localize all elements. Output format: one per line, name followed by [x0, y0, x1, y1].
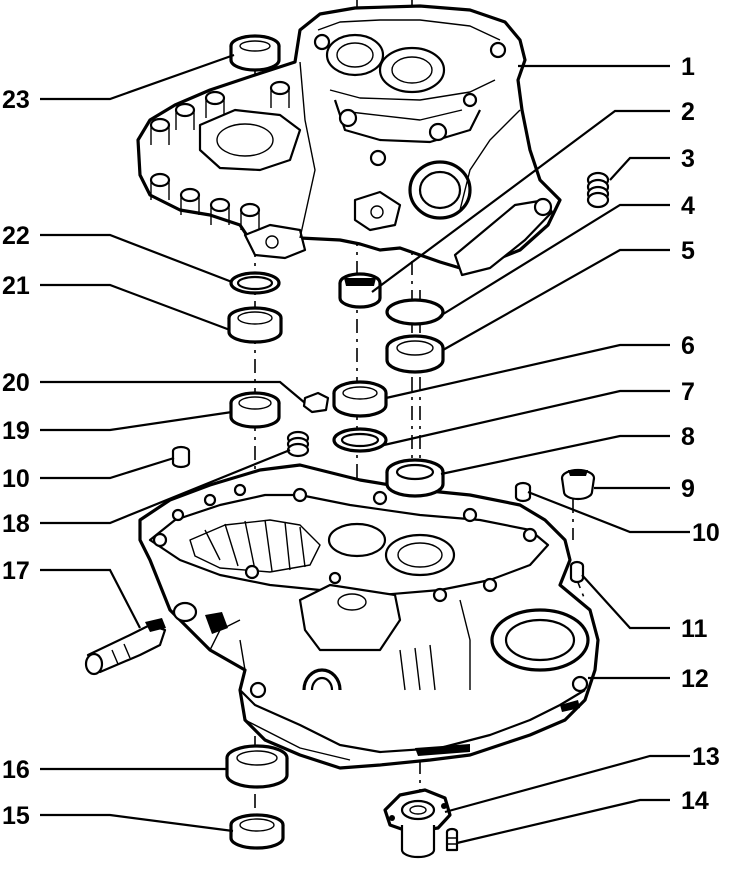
label-9: 9	[681, 475, 695, 503]
part-6-bearing-race	[332, 380, 388, 418]
label-21: 21	[2, 272, 30, 300]
part-23-seal	[229, 34, 281, 72]
part-10-dowel-left	[171, 445, 191, 469]
label-22: 22	[2, 222, 30, 250]
part-5-bearing-race	[385, 334, 445, 374]
label-20: 20	[2, 369, 30, 397]
label-4: 4	[681, 192, 695, 220]
part-17-speed-sensor	[84, 618, 167, 676]
part-19-bearing-race	[229, 391, 281, 429]
label-3: 3	[681, 145, 695, 173]
part-4-o-ring	[385, 298, 445, 326]
label-8: 8	[681, 423, 695, 451]
label-16: 16	[2, 756, 30, 784]
label-7: 7	[681, 378, 695, 406]
part-20-cap	[302, 391, 330, 414]
label-11: 11	[681, 615, 708, 643]
part-3-spring	[586, 171, 610, 209]
part-16-bearing-race	[225, 744, 289, 789]
part-14-bolt	[445, 827, 459, 852]
label-13: 13	[692, 743, 720, 771]
label-18: 18	[2, 510, 30, 538]
part-8-bearing	[385, 458, 445, 498]
lower-housing	[138, 463, 600, 770]
label-10-right: 10	[692, 519, 720, 547]
part-18-spring	[286, 430, 310, 458]
label-23: 23	[2, 86, 30, 114]
part-21-bearing-race	[227, 306, 283, 344]
part-11-pin	[569, 560, 585, 584]
label-1: 1	[681, 53, 695, 81]
label-2: 2	[681, 98, 695, 126]
flange-bolt-bosses	[149, 80, 291, 230]
label-19: 19	[2, 417, 30, 445]
label-15: 15	[2, 802, 30, 830]
label-17: 17	[2, 557, 30, 585]
part-7-ring	[332, 427, 388, 453]
label-10-left: 10	[2, 465, 30, 493]
part-15-bearing-race	[229, 813, 285, 850]
part-10-dowel-right	[514, 481, 532, 503]
label-12: 12	[681, 665, 709, 693]
upper-housing	[136, 4, 562, 277]
label-5: 5	[681, 237, 695, 265]
label-14: 14	[681, 787, 709, 815]
small-parts	[84, 34, 610, 859]
part-22-ring	[229, 271, 281, 295]
leader-lines	[40, 53, 690, 845]
right-labels: 1 2 3 4 5 6 7 8 9 10 11 12 13 14	[681, 53, 720, 815]
left-labels: 23 22 21 20 19 10 18 17 16 15	[2, 86, 30, 830]
part-9-plug	[560, 468, 596, 501]
label-6: 6	[681, 332, 695, 360]
part-2-bearing	[338, 272, 382, 309]
part-13-cover	[383, 788, 452, 859]
